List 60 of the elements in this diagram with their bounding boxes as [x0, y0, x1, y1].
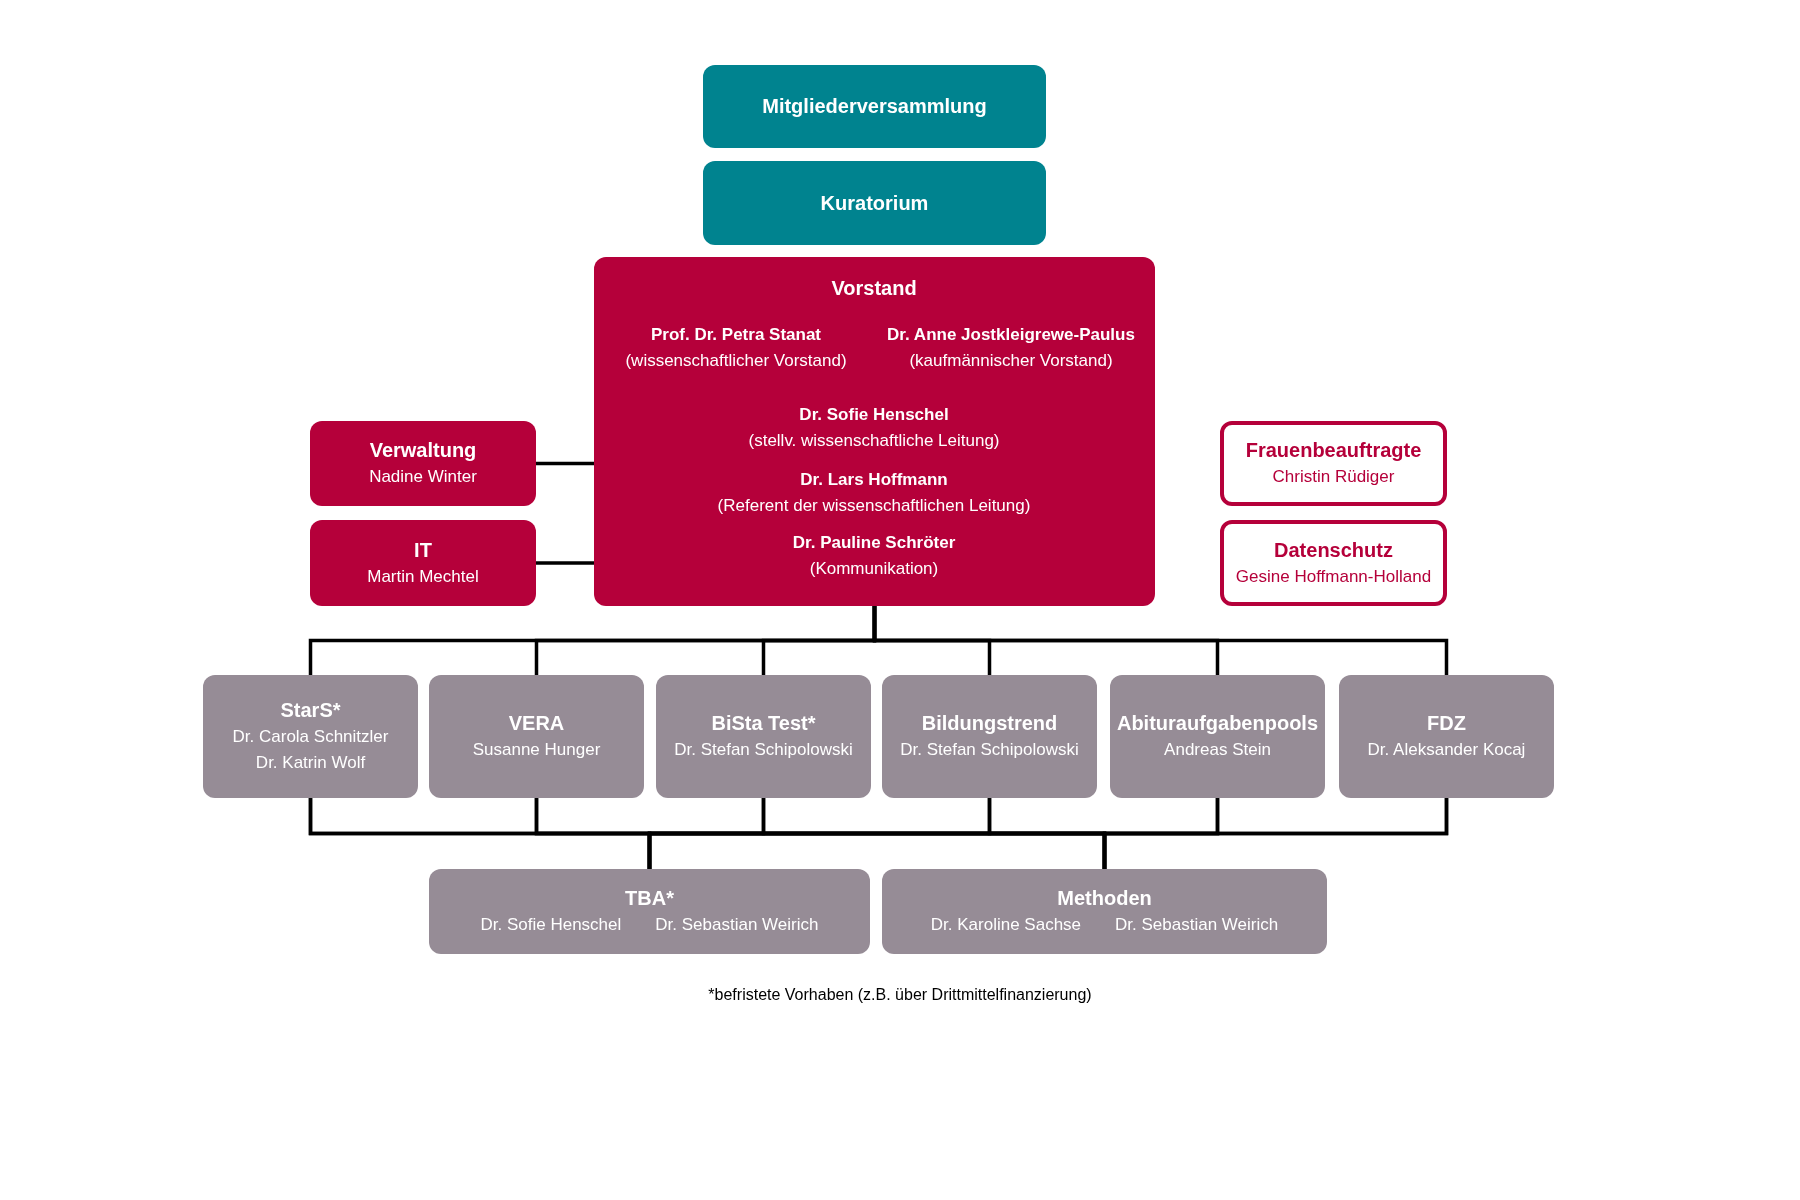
unit-title: TBA*	[625, 886, 674, 911]
unit-title: Datenschutz	[1274, 537, 1393, 563]
role-text: (Referent der wissenschaftlichen Leitung)	[717, 495, 1031, 517]
org-unit-box	[656, 675, 871, 798]
org-unit-box	[1110, 675, 1325, 798]
unit-title: BiSta Test*	[711, 711, 816, 736]
org-unit-box	[310, 421, 536, 506]
person-name: Dr. Pauline Schröter	[792, 532, 956, 554]
unit-title: Kuratorium	[820, 190, 929, 216]
org-unit-box	[1220, 520, 1447, 606]
connector-line	[536, 561, 594, 565]
org-unit-box	[429, 675, 644, 798]
role-text: (Kommunikation)	[809, 558, 939, 580]
role-text: (kaufmännischer Vorstand)	[909, 350, 1113, 372]
unit-title: StarS*	[280, 698, 341, 723]
footnote: *befristete Vorhaben (z.B. über Drittmittelfinanzierung)	[708, 986, 1092, 1004]
org-unit-box	[882, 869, 1327, 954]
unit-title: Abituraufgabenpools	[1116, 711, 1319, 736]
unit-title: Verwaltung	[369, 438, 477, 463]
unit-title: Vorstand	[831, 276, 917, 301]
unit-title: Methoden	[1057, 886, 1152, 911]
unit-title: Frauenbeauftragte	[1245, 438, 1422, 463]
person-name: Dr. Sebastian Weirich	[655, 914, 819, 936]
org-unit-box	[1220, 421, 1447, 506]
person-name: Andreas Stein	[1164, 739, 1271, 761]
connector-line	[872, 606, 1449, 675]
org-unit-box	[1339, 675, 1554, 798]
person-name: Dr. Stefan Schipolowski	[900, 739, 1079, 761]
person-name: Dr. Katrin Wolf	[255, 752, 366, 774]
person-name: Martin Mechtel	[367, 565, 479, 588]
person-name: Susanne Hunger	[472, 739, 601, 761]
org-unit-box	[882, 675, 1097, 798]
org-unit-box	[703, 65, 1046, 148]
org-unit-box	[594, 257, 1155, 606]
person-name: Dr. Sofie Henschel	[799, 404, 949, 426]
person-name: Dr. Lars Hoffmann	[800, 469, 948, 491]
role-text: (stellv. wissenschaftliche Leitung)	[748, 430, 1000, 452]
unit-title: IT	[414, 537, 432, 563]
connector-line	[1102, 798, 1449, 869]
person-name: Dr. Anne Jostkleigrewe-Paulus	[887, 324, 1135, 346]
person-name: Dr. Karoline Sachse	[930, 914, 1082, 936]
person-name: Gesine Hoffmann-Holland	[1235, 565, 1432, 588]
unit-title: FDZ	[1427, 711, 1466, 736]
person-name: Prof. Dr. Petra Stanat	[650, 324, 822, 346]
unit-title: VERA	[508, 711, 565, 736]
unit-title: Mitgliederversammlung	[762, 94, 987, 119]
person-name: Christin Rüdiger	[1272, 466, 1395, 488]
connector-line	[536, 461, 594, 466]
person-name: Dr. Aleksander Kocaj	[1367, 739, 1526, 761]
person-name: Dr. Sofie Henschel	[480, 914, 622, 936]
person-name: Dr. Stefan Schipolowski	[674, 739, 853, 761]
org-unit-box	[203, 675, 418, 798]
unit-title: Bildungstrend	[921, 711, 1058, 736]
person-name: Dr. Carola Schnitzler	[232, 726, 389, 748]
org-unit-box	[429, 869, 870, 954]
person-name: Nadine Winter	[369, 466, 477, 488]
org-unit-box	[310, 520, 536, 606]
role-text: (wissenschaftlicher Vorstand)	[625, 350, 847, 372]
person-name: Dr. Sebastian Weirich	[1115, 914, 1279, 936]
org-unit-box	[703, 161, 1046, 245]
